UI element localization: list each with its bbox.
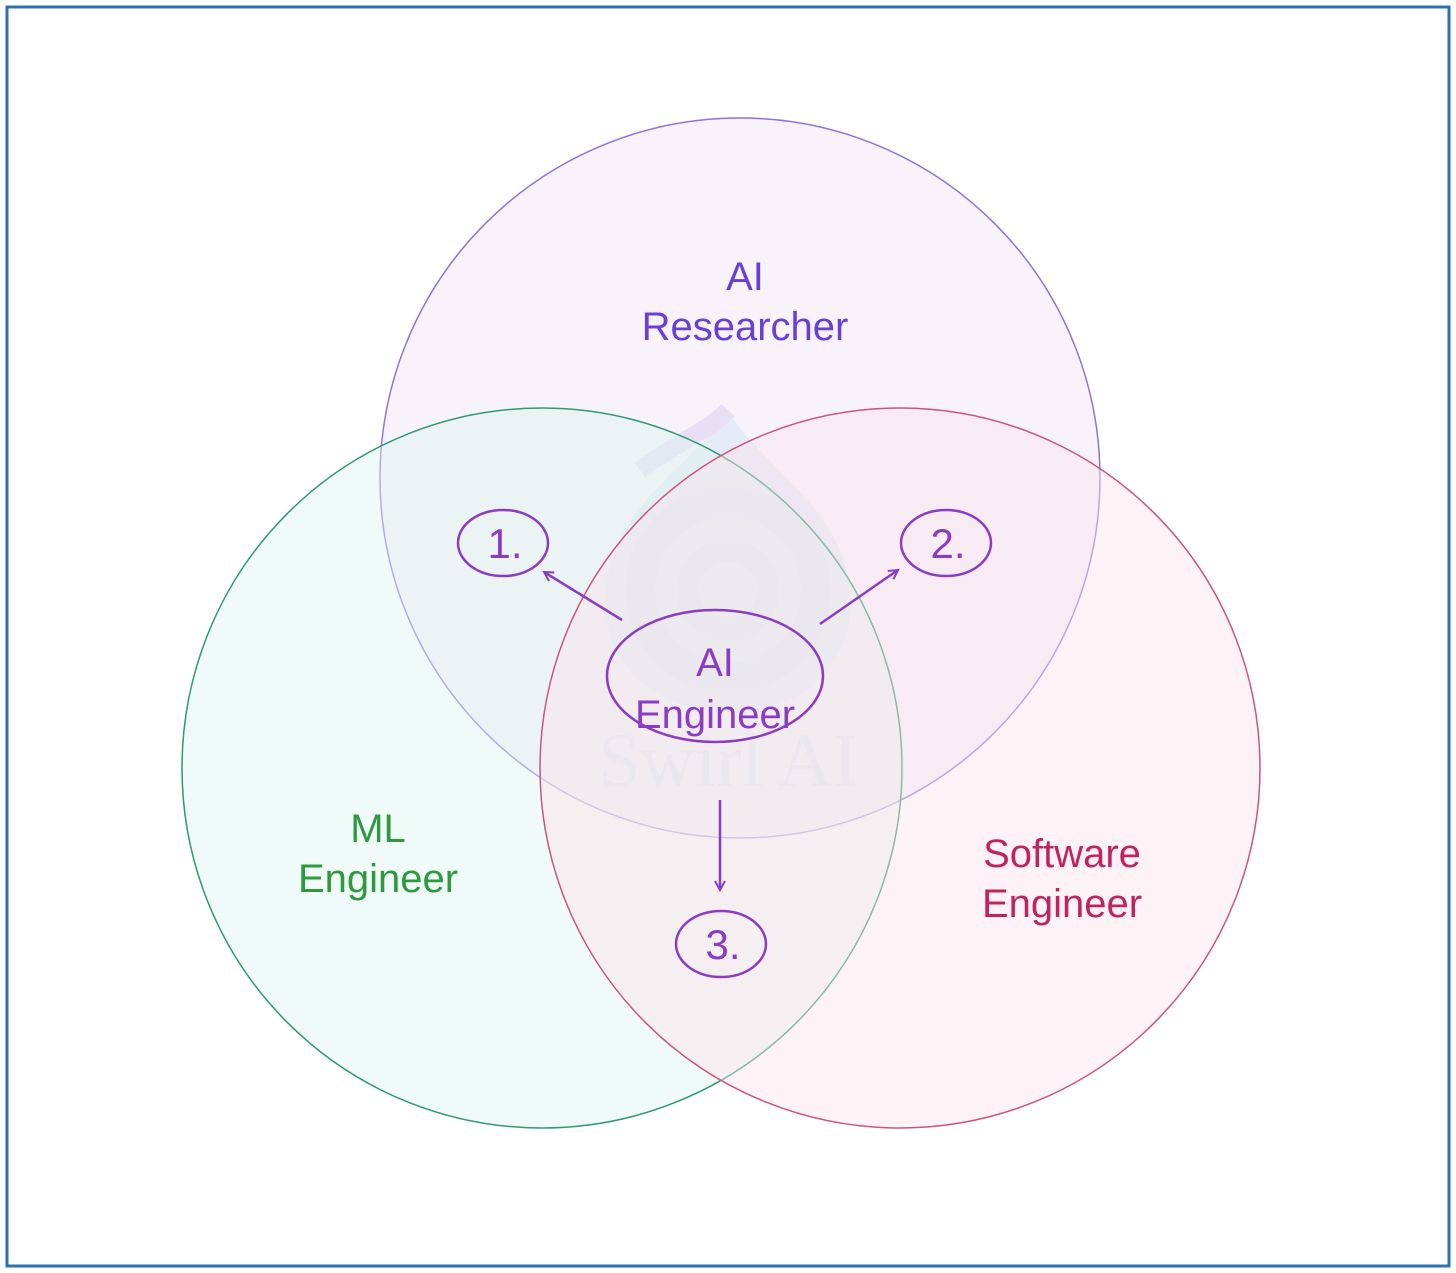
ai-researcher-circle [379,117,1101,839]
marker-1-label: 1. [487,520,522,567]
ai-engineer-label-line2: Engineer [635,693,795,737]
marker-3-ellipse [674,909,768,979]
ml-engineer-circle [181,407,903,1129]
arrow-to-marker-1 [544,572,623,622]
ml-engineer-label-line1: ML [350,807,406,851]
ai-researcher-label-line1: AI [726,255,764,299]
marker-2-label: 2. [930,520,965,567]
arrow-to-marker-2 [819,570,898,626]
ml-engineer-label-line2: Engineer [298,857,458,901]
software-engineer-label-line2: Engineer [982,882,1142,926]
software-engineer-label-line1: Software [983,832,1141,876]
marker-3-label: 3. [705,921,740,968]
ai-researcher-label-line2: Researcher [642,305,849,349]
watermark-text: Swirl AI [598,719,858,803]
marker-2-ellipse [899,508,993,578]
marker-1-ellipse [456,508,550,578]
ai-engineer-ellipse [605,608,825,744]
swirl-drop-watermark-icon [605,403,851,712]
software-engineer-circle [539,407,1261,1129]
ai-engineer-label-line1: AI [696,641,734,685]
